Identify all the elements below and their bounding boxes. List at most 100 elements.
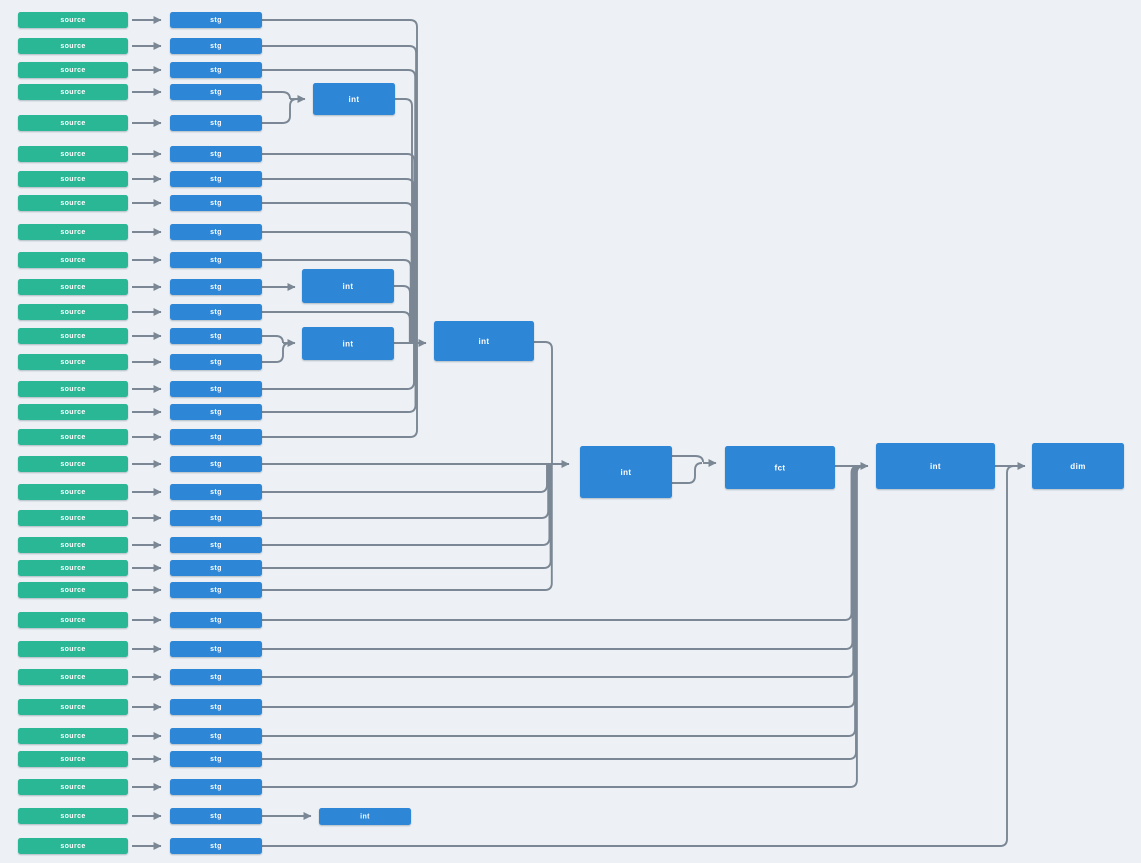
stg-node[interactable]: stg <box>170 304 262 320</box>
source-node-label: source <box>60 333 85 340</box>
stg-node[interactable]: stg <box>170 808 262 824</box>
source-node[interactable]: source <box>18 195 128 211</box>
source-node[interactable]: source <box>18 12 128 28</box>
source-node[interactable]: source <box>18 354 128 370</box>
stg-node[interactable]: stg <box>170 484 262 500</box>
source-node[interactable]: source <box>18 808 128 824</box>
source-node[interactable]: source <box>18 84 128 100</box>
source-node[interactable]: source <box>18 779 128 795</box>
stg-node[interactable]: stg <box>170 279 262 295</box>
source-node-label: source <box>60 284 85 291</box>
stg-node[interactable]: stg <box>170 12 262 28</box>
stg-node-label: stg <box>210 284 222 291</box>
source-node[interactable]: source <box>18 751 128 767</box>
stg-node-label: stg <box>210 229 222 236</box>
edge-path <box>262 343 418 438</box>
stg-node[interactable]: stg <box>170 381 262 397</box>
int-node-label: int <box>343 282 354 291</box>
source-node[interactable]: source <box>18 279 128 295</box>
source-node[interactable]: source <box>18 224 128 240</box>
stg-node[interactable]: stg <box>170 115 262 131</box>
source-node-label: source <box>60 151 85 158</box>
stg-node[interactable]: stg <box>170 582 262 598</box>
int-node[interactable]: int <box>313 83 395 115</box>
source-node[interactable]: source <box>18 728 128 744</box>
edge-path <box>534 341 553 464</box>
int-node[interactable]: int <box>434 321 534 361</box>
stg-node[interactable]: stg <box>170 195 262 211</box>
int-node[interactable]: int <box>580 446 672 498</box>
stg-node[interactable]: stg <box>170 354 262 370</box>
source-node-label: source <box>60 704 85 711</box>
stg-node[interactable]: stg <box>170 38 262 54</box>
source-node[interactable]: source <box>18 582 128 598</box>
int-node[interactable]: int <box>319 808 411 825</box>
stg-node[interactable]: stg <box>170 751 262 767</box>
dimension-node-label: dim <box>1070 462 1085 471</box>
source-node[interactable]: source <box>18 456 128 472</box>
stg-node-label: stg <box>210 813 222 820</box>
source-node-label: source <box>60 409 85 416</box>
stg-node[interactable]: stg <box>170 146 262 162</box>
edge-path <box>262 464 552 569</box>
source-node[interactable]: source <box>18 641 128 657</box>
int-node[interactable]: int <box>302 327 394 360</box>
source-node[interactable]: source <box>18 252 128 268</box>
source-node[interactable]: source <box>18 510 128 526</box>
edge-path <box>262 335 284 344</box>
stg-node[interactable]: stg <box>170 62 262 78</box>
source-node[interactable]: source <box>18 115 128 131</box>
int-node[interactable]: int <box>876 443 995 489</box>
fact-node[interactable]: fct <box>725 446 835 489</box>
source-node-label: source <box>60 229 85 236</box>
source-node-label: source <box>60 309 85 316</box>
int-node-label: int <box>343 340 354 349</box>
stg-node[interactable]: stg <box>170 537 262 553</box>
source-node[interactable]: source <box>18 304 128 320</box>
stg-node[interactable]: stg <box>170 699 262 715</box>
stg-node[interactable]: stg <box>170 779 262 795</box>
stg-node[interactable]: stg <box>170 510 262 526</box>
stg-node-label: stg <box>210 309 222 316</box>
source-node[interactable]: source <box>18 171 128 187</box>
stg-node-label: stg <box>210 704 222 711</box>
int-node-label: int <box>349 95 360 104</box>
stg-node[interactable]: stg <box>170 171 262 187</box>
stg-node[interactable]: stg <box>170 838 262 854</box>
edge-path <box>262 465 868 621</box>
stg-node-label: stg <box>210 733 222 740</box>
stg-node[interactable]: stg <box>170 429 262 445</box>
stg-node[interactable]: stg <box>170 669 262 685</box>
stg-node[interactable]: stg <box>170 612 262 628</box>
stg-node[interactable]: stg <box>170 456 262 472</box>
source-node[interactable]: source <box>18 146 128 162</box>
stg-node[interactable]: stg <box>170 728 262 744</box>
source-node[interactable]: source <box>18 38 128 54</box>
stg-node[interactable]: stg <box>170 224 262 240</box>
source-node[interactable]: source <box>18 404 128 420</box>
stg-node[interactable]: stg <box>170 328 262 344</box>
stg-node[interactable]: stg <box>170 252 262 268</box>
edge-path <box>262 69 417 343</box>
stg-node[interactable]: stg <box>170 641 262 657</box>
source-node[interactable]: source <box>18 612 128 628</box>
stg-node[interactable]: stg <box>170 404 262 420</box>
source-node[interactable]: source <box>18 381 128 397</box>
source-node[interactable]: source <box>18 699 128 715</box>
stg-node[interactable]: stg <box>170 84 262 100</box>
dimension-node[interactable]: dim <box>1032 443 1124 489</box>
stg-node[interactable]: stg <box>170 560 262 576</box>
int-node[interactable]: int <box>302 269 394 303</box>
source-node[interactable]: source <box>18 484 128 500</box>
source-node[interactable]: source <box>18 429 128 445</box>
edge-path <box>672 462 703 484</box>
source-node[interactable]: source <box>18 328 128 344</box>
source-node[interactable]: source <box>18 62 128 78</box>
source-node[interactable]: source <box>18 537 128 553</box>
source-node[interactable]: source <box>18 560 128 576</box>
stg-node-label: stg <box>210 587 222 594</box>
source-node[interactable]: source <box>18 669 128 685</box>
edge-path <box>262 465 868 678</box>
source-node-label: source <box>60 843 85 850</box>
source-node[interactable]: source <box>18 838 128 854</box>
